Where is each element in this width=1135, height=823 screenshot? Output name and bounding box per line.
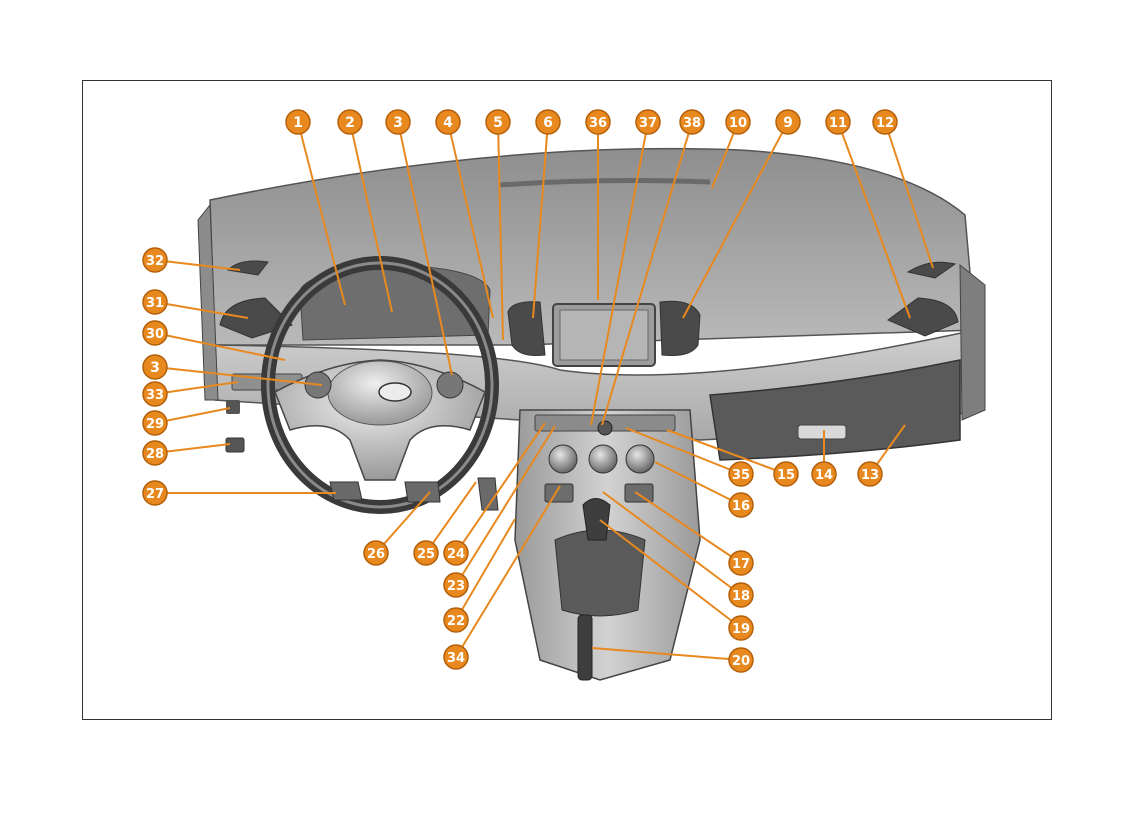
callout-number: 27: [146, 487, 164, 502]
callout-number: 16: [732, 499, 750, 514]
climate-knob-center: [589, 445, 617, 473]
callout-number: 13: [861, 468, 879, 483]
callout-number: 20: [732, 654, 750, 669]
center-console: [515, 410, 700, 680]
callout-number: 28: [146, 447, 164, 462]
callout-number: 23: [447, 579, 465, 594]
callout-number: 3: [150, 360, 160, 376]
glovebox-handle: [798, 425, 846, 439]
callout-number: 15: [777, 468, 795, 483]
hazard-button: [598, 421, 612, 435]
clutch-pedal: [330, 482, 362, 500]
climate-knob-right: [626, 445, 654, 473]
climate-knob-left: [549, 445, 577, 473]
callout-number: 32: [146, 254, 164, 269]
callout-number: 31: [146, 296, 164, 311]
callout-number: 9: [783, 115, 793, 131]
callout-number: 11: [829, 116, 847, 131]
callout-number: 2: [345, 115, 355, 131]
callout-number: 10: [729, 116, 747, 131]
callout-number: 33: [146, 388, 164, 403]
callout-number: 36: [589, 116, 607, 131]
callout-number: 35: [732, 468, 750, 483]
center-left-vent: [508, 302, 545, 356]
right-spoke-buttons: [437, 372, 463, 398]
heated-seat-right: [625, 484, 653, 502]
callout-29: 29: [143, 408, 230, 435]
callout-number: 18: [732, 589, 750, 604]
left-small-switch: [226, 400, 240, 414]
callout-number: 30: [146, 327, 164, 342]
callout-number: 24: [447, 547, 465, 562]
handbrake-lever: [578, 615, 592, 680]
callout-number: 26: [367, 547, 385, 562]
callout-number: 19: [732, 622, 750, 637]
callout-number: 38: [683, 116, 701, 131]
center-right-vent: [660, 301, 700, 355]
callout-number: 37: [639, 116, 657, 131]
callout-number: 29: [146, 417, 164, 432]
callout-number: 1: [293, 115, 303, 131]
callout-28: 28: [143, 441, 230, 465]
callout-number: 4: [443, 115, 453, 131]
callout-number: 3: [393, 115, 403, 131]
callout-number: 12: [876, 116, 894, 131]
lada-emblem-icon: [379, 383, 411, 401]
callout-number: 14: [815, 468, 833, 483]
callout-number: 25: [417, 547, 435, 562]
callout-number: 22: [447, 614, 465, 629]
right-side-panel: [960, 265, 985, 420]
callout-number: 17: [732, 557, 750, 572]
gear-lever-icon: [583, 499, 610, 541]
callout-number: 34: [447, 651, 465, 666]
callout-number: 6: [543, 115, 553, 131]
callout-number: 5: [493, 115, 503, 131]
